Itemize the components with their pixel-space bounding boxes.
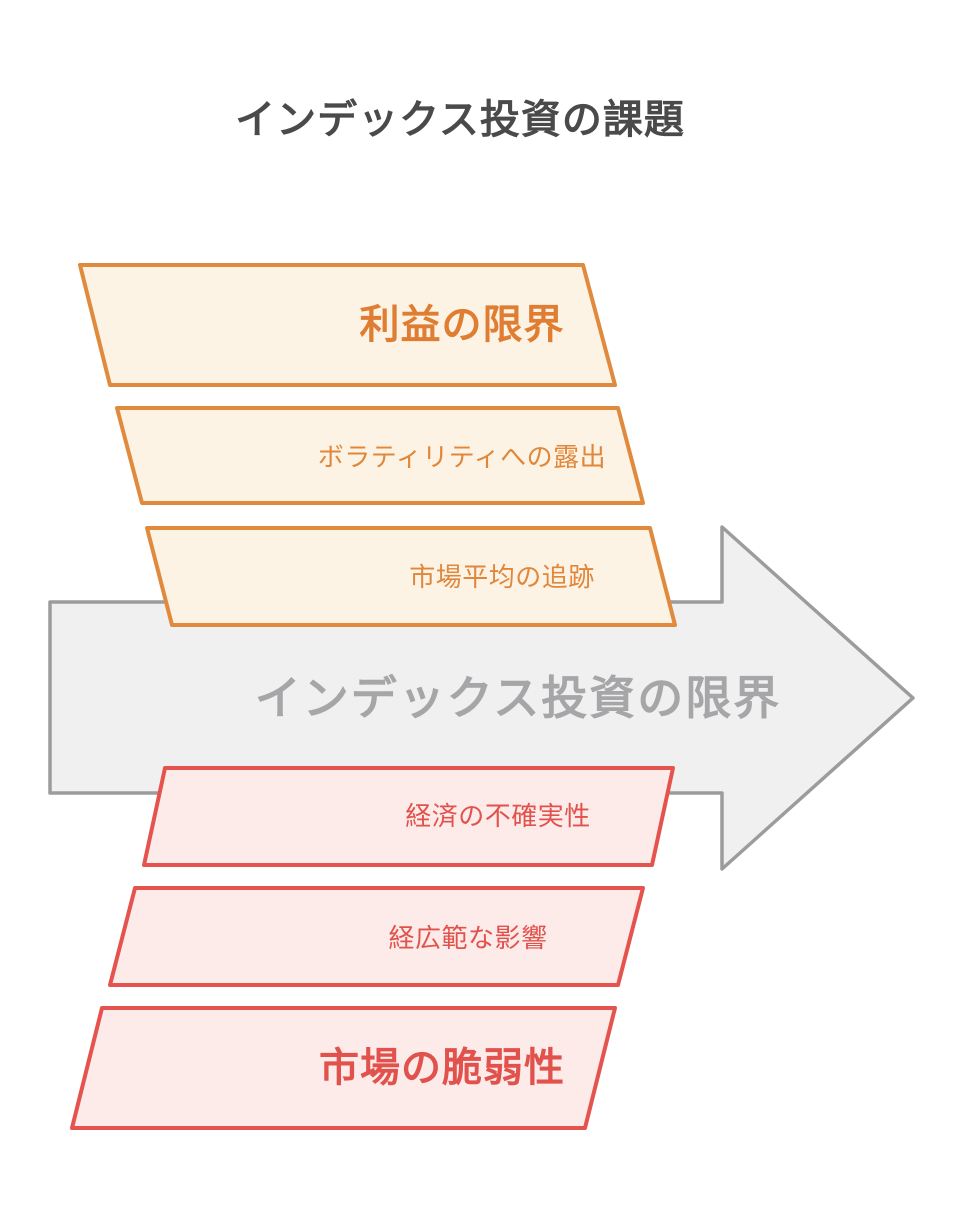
band-label-market-average-tracking: 市場平均の追跡 [409,562,595,592]
diagram-title: インデックス投資の課題 [235,97,685,142]
band-shape-economic-uncertainty [142,766,675,867]
band-label-volatility-exposure: ボラティリティへの露出 [318,442,606,472]
band-label-economic-uncertainty: 経済の不確実性 [405,801,591,831]
band-label-market-fragility: 市場の脆弱性 [319,1045,565,1090]
band-shape-broad-impact [108,886,645,987]
band-label-profit-limit: 利益の限界 [360,303,565,347]
limit-arrow-label: インデックス投資の限界 [255,672,782,724]
band-shape-market-fragility [70,1006,617,1130]
band-shape-profit-limit [78,263,617,387]
band-label-broad-impact: 経広範な影響 [388,923,547,953]
band-shape-market-average-tracking [145,526,677,627]
band-shape-volatility-exposure [115,406,645,505]
